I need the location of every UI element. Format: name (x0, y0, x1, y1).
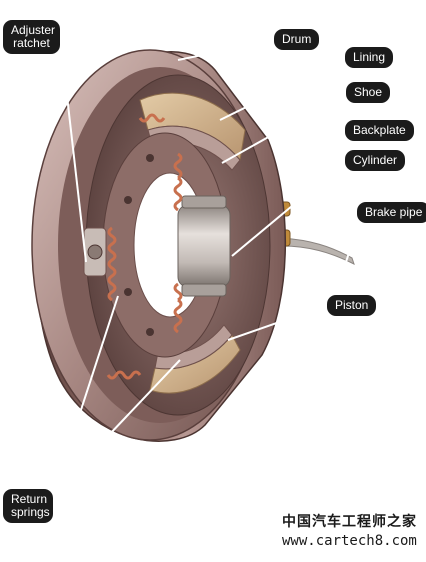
return-spring-lower (173, 282, 183, 334)
label-shoe: Shoe (346, 82, 391, 103)
label-brake-pipe-text: Brake pipe (365, 205, 423, 219)
hold-down-spring-lower (106, 370, 142, 380)
label-cylinder-text: Cylinder (353, 153, 398, 167)
label-piston: Piston (327, 295, 377, 316)
label-return-springs-line2: springs (11, 505, 50, 519)
leader-return-springs-a (53, 295, 119, 494)
label-brake-pipe: Brake pipe (357, 202, 426, 223)
hold-down-spring-upper (138, 113, 166, 123)
hub-bolt-1 (124, 196, 132, 204)
leader-lines (53, 39, 363, 494)
label-lining-text: Lining (353, 50, 386, 64)
adjuster-ratchet-wheel (87, 244, 103, 260)
brake-pipe-shape (281, 237, 355, 265)
leader-drum (177, 39, 276, 61)
leader-adjuster-ratchet (61, 51, 87, 263)
leader-piston (227, 304, 329, 341)
return-spring-side (107, 226, 117, 302)
label-adjuster-ratchet: Adjuster ratchet (3, 20, 60, 54)
leader-backplate (289, 130, 347, 161)
label-piston-text: Piston (335, 298, 369, 312)
leader-brake-pipe (345, 212, 363, 263)
label-return-springs: Return springs (3, 489, 53, 523)
label-drum: Drum (274, 29, 320, 50)
label-adjuster-ratchet-line2: ratchet (13, 36, 50, 50)
label-backplate: Backplate (345, 120, 414, 141)
label-shoe-text: Shoe (354, 85, 383, 99)
hub-bolt-2 (124, 288, 132, 296)
label-backplate-text: Backplate (353, 123, 406, 137)
leader-lining (219, 57, 347, 121)
return-spring-upper (173, 152, 183, 212)
leader-shoe (221, 92, 348, 164)
watermark-url: www.cartech8.com (282, 533, 417, 549)
cylinder-cap-top (181, 195, 227, 209)
label-cylinder: Cylinder (345, 150, 406, 171)
leader-cylinder (231, 160, 347, 257)
label-adjuster-ratchet-line1: Adjuster (11, 23, 56, 37)
leader-return-springs-b (53, 359, 181, 494)
cylinder-cap-bottom (181, 283, 227, 297)
hub-bolt-3 (146, 154, 154, 162)
label-return-springs-line1: Return (11, 492, 48, 506)
label-drum-text: Drum (282, 32, 312, 46)
label-lining: Lining (345, 47, 394, 68)
cylinder-shape (177, 204, 231, 288)
watermark-site-cn: 中国汽车工程师之家 (282, 514, 417, 530)
hub-bolt-4 (146, 328, 154, 336)
